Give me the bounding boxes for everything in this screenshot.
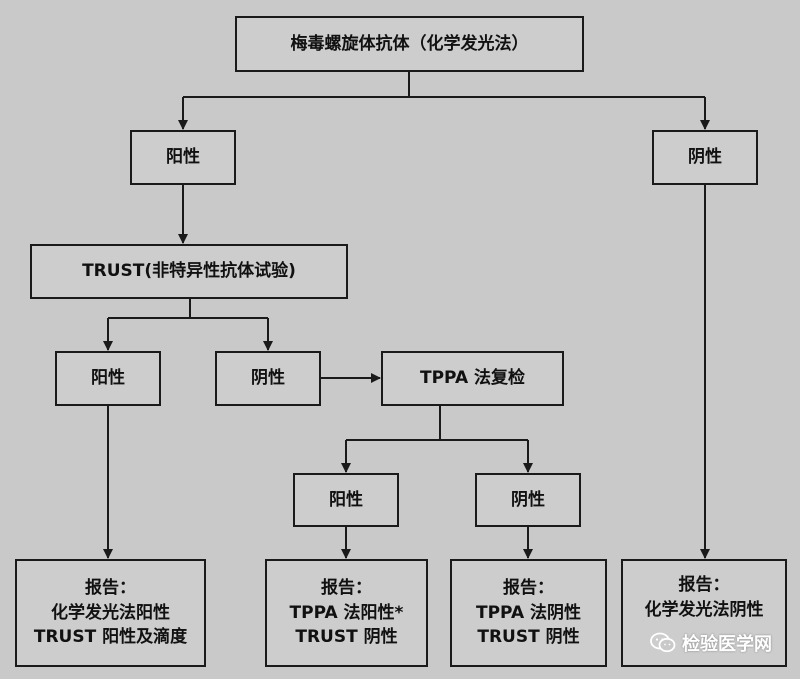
tppa-negative-label: 阴性: [511, 489, 545, 510]
trust-positive-label: 阳性: [91, 368, 125, 389]
connector-tppa: [346, 405, 528, 441]
left-positive-label: 阳性: [166, 147, 200, 168]
right-negative-node: 阴性: [652, 130, 758, 185]
watermark: 检验医学网: [650, 628, 790, 658]
tppa-label: TPPA 法复检: [419, 368, 526, 389]
report-box-1: 报告： 化学发光法阳性 TRUST 阳性及滴度: [15, 559, 206, 667]
root-label: 梅毒螺旋体抗体（化学发光法）: [290, 33, 529, 54]
report-1-line-2: 化学发光法阳性: [51, 602, 170, 623]
tppa-negative-node: 阴性: [475, 473, 581, 527]
report-1-line-1: 报告：: [85, 578, 136, 599]
root-node: 梅毒螺旋体抗体（化学发光法）: [235, 16, 584, 72]
report-box-3: 报告： TPPA 法阴性 TRUST 阴性: [450, 559, 607, 667]
trust-negative-label: 阴性: [251, 368, 285, 389]
report-1-line-3: TRUST 阳性及滴度: [33, 627, 188, 648]
tppa-positive-label: 阳性: [329, 489, 363, 510]
watermark-text: 检验医学网: [682, 634, 772, 655]
right-negative-label: 阴性: [688, 147, 722, 168]
report-4-line-1: 报告：: [678, 575, 730, 595]
report-2-line-3: TRUST 阴性: [295, 627, 398, 648]
wechat-icon: [650, 632, 676, 653]
report-3-line-1: 报告：: [503, 578, 554, 599]
tppa-positive-node: 阳性: [293, 473, 399, 527]
report-2-line-1: 报告：: [320, 578, 372, 599]
report-box-2: 报告： TPPA 法阳性* TRUST 阴性: [265, 559, 428, 667]
trust-positive-node: 阳性: [55, 351, 161, 406]
trust-label: TRUST(非特异性抗体试验): [82, 261, 296, 282]
trust-node: TRUST(非特异性抗体试验): [30, 244, 348, 299]
report-box-4: 报告： 化学发光法阴性: [621, 559, 787, 667]
report-2-line-2: TPPA 法阳性*: [289, 602, 404, 623]
connector-trust: [108, 298, 268, 319]
tppa-node: TPPA 法复检: [381, 351, 564, 406]
report-4-line-2: 化学发光法阴性: [644, 599, 764, 620]
trust-negative-node: 阴性: [215, 351, 321, 406]
report-3-line-2: TPPA 法阴性: [475, 602, 582, 623]
report-3-line-3: TRUST 阴性: [477, 627, 580, 648]
left-positive-node: 阳性: [130, 130, 236, 185]
